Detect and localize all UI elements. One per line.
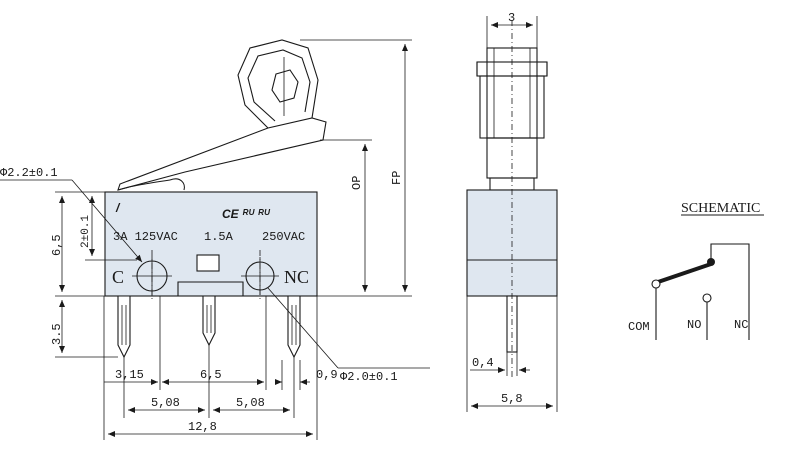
terminal-pins [117,295,301,359]
dim-5-08-a: 5,08 [151,396,180,410]
dim-3-15: 3,15 [115,368,144,382]
rating-left: 3A 125VAC [113,230,178,244]
schematic-no-label: NO [687,318,701,332]
dim-hole-height: 2±0.1 [80,215,92,248]
schematic-com-label: COM [628,320,650,334]
schematic: SCHEMATIC COM NO NC [628,201,764,340]
hole-callouts: Φ2.2±0.1 Φ2.0±0.1 [0,166,430,384]
lever-arm [117,117,327,191]
left-dimensions: 6,5 3.5 2±0.1 [50,191,137,358]
side-view: 3 0,4 5,8 [466,11,558,412]
terminal-nc-label: NC [284,267,309,287]
dim-6-5: 6,5 [200,368,222,382]
side-dim-width: 5,8 [501,392,523,406]
dim-fp: FP [390,171,404,185]
bottom-dimensions: 3,15 6,5 0,9 5,08 5,08 12,8 [103,296,338,440]
dim-5-08-b: 5,08 [236,396,265,410]
dim-0-9: 0,9 [316,368,338,382]
cert-marks: CE ᴿᵁ ᴿᵁ [222,207,271,221]
rating-right: 250VAC [262,230,305,244]
rating-mid: 1.5A [204,230,234,244]
marking-slash: / [115,201,121,215]
schematic-nc-label: NC [734,318,748,332]
hole-diameter-large: Φ2.2±0.1 [0,166,58,180]
side-dim-pin: 0,4 [472,356,494,370]
dim-op: OP [350,176,364,190]
hole-diameter-small: Φ2.0±0.1 [340,370,398,384]
op-fp-dimensions: OP FP [300,39,412,297]
schematic-title: SCHEMATIC [681,201,760,216]
com-terminal [651,279,661,289]
no-terminal [702,293,712,303]
dim-pin-length: 3.5 [50,323,64,345]
roller-bracket [237,39,319,129]
side-dim-top: 3 [508,11,515,25]
window-slot [196,254,220,272]
dim-12-8: 12,8 [188,420,217,434]
dim-body-height: 6,5 [50,234,64,256]
terminal-c-label: C [112,267,124,287]
front-view: / CE ᴿᵁ ᴿᵁ 3A 125VAC 1.5A 250VAC C NC [0,39,430,440]
